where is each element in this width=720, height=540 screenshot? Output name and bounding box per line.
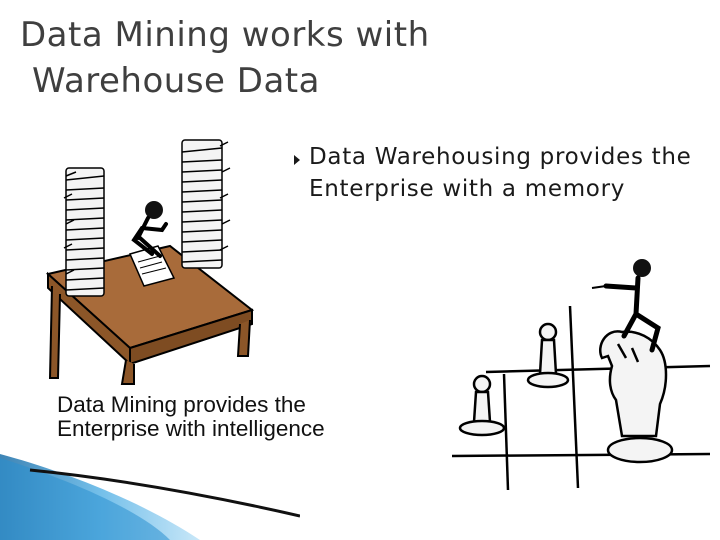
title-line-1: Data Mining works with [20,15,430,55]
title-line-2: Warehouse Data [32,61,320,101]
bullet-text: Data Warehousing provides the Enterprise… [309,144,692,202]
triangle-bullet-icon [294,155,300,165]
chess-knight-rider-illustration [451,259,711,491]
desk-paper-stacks-illustration [45,139,255,385]
decorative-swoosh-graphic [0,454,300,540]
illustration-caption: Data Mining provides the Enterprise with… [57,393,397,441]
caption-line-1: Data Mining provides the [57,392,306,417]
caption-line-2: Enterprise with intelligence [57,416,325,441]
slide-title: Data Mining works with Warehouse Data [20,12,540,104]
